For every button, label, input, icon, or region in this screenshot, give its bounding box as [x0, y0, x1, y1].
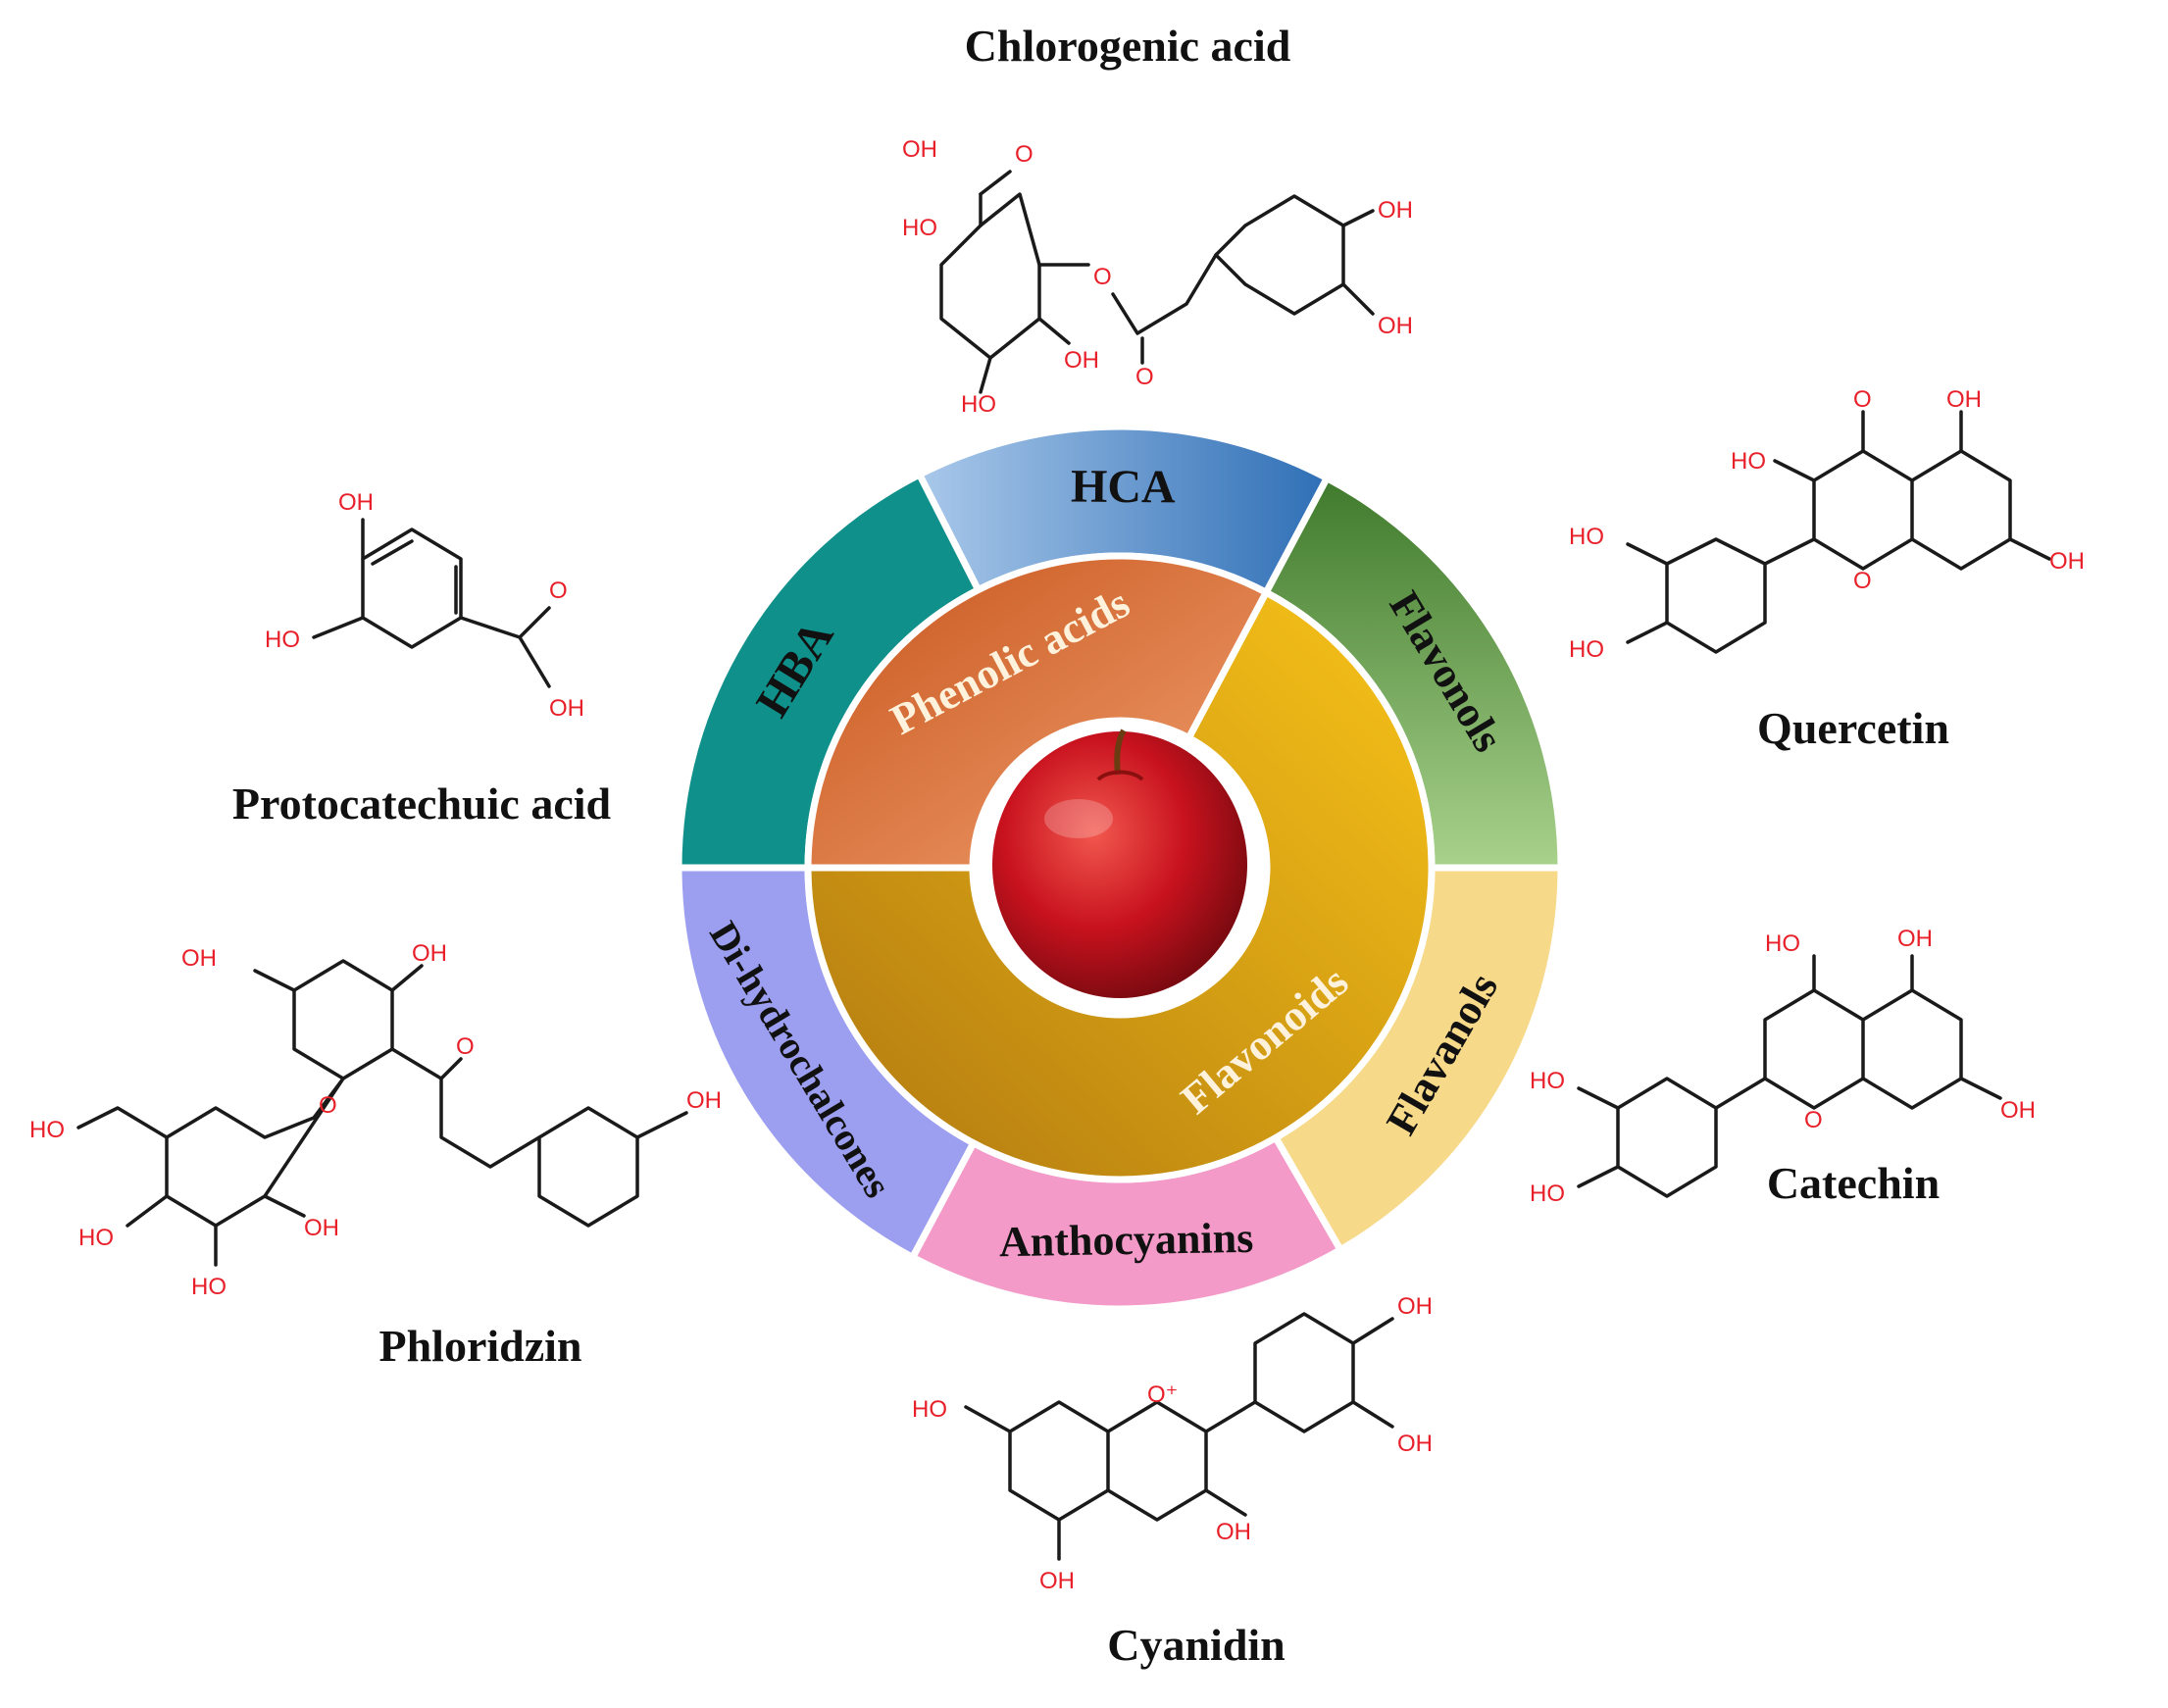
caption-quercetin: Quercetin [1757, 703, 1949, 753]
quercetin-structure: O OH HO OH O HO HO [1569, 386, 2085, 663]
svg-text:OH: OH [304, 1215, 339, 1241]
svg-text:HO: HO [1569, 636, 1604, 663]
chlorogenic-acid-structure: OH HO O O O OH OH HO OH [902, 136, 1413, 418]
svg-text:HO: HO [265, 627, 300, 653]
apple-icon [992, 728, 1247, 998]
svg-text:OH: OH [1946, 386, 1982, 413]
svg-text:HO: HO [912, 1396, 947, 1423]
svg-text:O: O [1015, 141, 1034, 168]
caption-cyanidin: Cyanidin [1107, 1620, 1286, 1670]
svg-text:HO: HO [1569, 524, 1604, 550]
caption-catechin: Catechin [1767, 1158, 1940, 1208]
svg-text:OH: OH [2049, 548, 2085, 575]
svg-text:OH: OH [1216, 1519, 1251, 1545]
svg-text:O: O [456, 1033, 475, 1060]
svg-text:OH: OH [902, 136, 937, 163]
svg-text:O: O [1853, 568, 1872, 594]
svg-text:O: O [1853, 386, 1872, 413]
cyanidin-structure: O⁺ HO OH OH OH OH [912, 1293, 1433, 1594]
svg-text:OH: OH [1064, 347, 1099, 374]
svg-text:HO: HO [29, 1117, 65, 1143]
svg-text:HO: HO [78, 1225, 114, 1251]
svg-text:O: O [1804, 1107, 1823, 1133]
svg-text:OH: OH [1378, 197, 1413, 224]
svg-text:OH: OH [1397, 1431, 1433, 1457]
catechin-structure: HO OH O OH HO HO [1530, 926, 2036, 1207]
svg-text:HO: HO [191, 1274, 227, 1300]
label-hca: HCA [1071, 461, 1176, 514]
caption-protocatechuic-acid: Protocatechuic acid [232, 779, 612, 829]
svg-text:O: O [549, 578, 568, 604]
svg-text:OH: OH [1897, 926, 1933, 952]
svg-text:OH: OH [1378, 313, 1413, 339]
svg-text:HO: HO [1530, 1181, 1565, 1207]
svg-text:OH: OH [2000, 1097, 2036, 1124]
svg-text:O: O [1135, 364, 1154, 390]
caption-phloridzin: Phloridzin [378, 1321, 581, 1371]
svg-text:OH: OH [181, 945, 217, 972]
svg-text:HO: HO [1530, 1068, 1565, 1094]
svg-text:OH: OH [412, 940, 447, 967]
svg-text:HO: HO [1765, 930, 1800, 957]
svg-text:O: O [1093, 264, 1112, 290]
svg-text:HO: HO [961, 391, 996, 418]
label-anthocyanins: Anthocyanins [999, 1214, 1254, 1267]
phloridzin-structure: OH OH O OH O HO HO HO OH [29, 940, 722, 1300]
svg-text:HO: HO [1731, 448, 1766, 475]
svg-text:OH: OH [1039, 1568, 1075, 1594]
caption-chlorogenic-acid: Chlorogenic acid [965, 21, 1291, 71]
svg-text:OH: OH [549, 695, 584, 722]
svg-text:O: O [319, 1092, 337, 1119]
svg-text:OH: OH [1397, 1293, 1433, 1320]
svg-text:OH: OH [686, 1087, 722, 1114]
svg-text:O⁺: O⁺ [1147, 1381, 1178, 1408]
protocatechuic-acid-structure: OH HO O OH [265, 489, 584, 722]
svg-text:OH: OH [338, 489, 374, 516]
svg-text:HO: HO [902, 215, 937, 241]
